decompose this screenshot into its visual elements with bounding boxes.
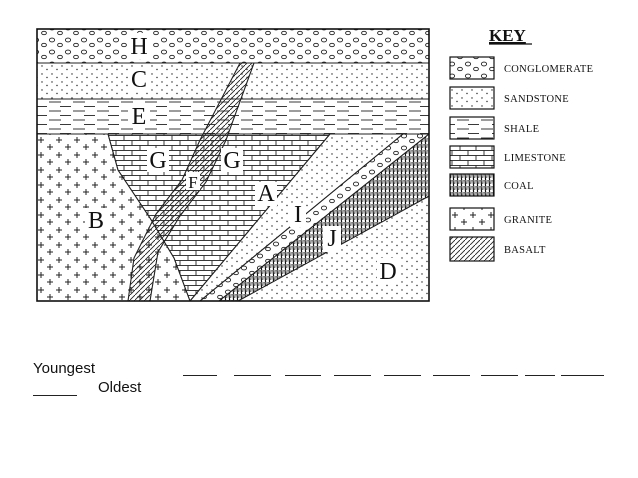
answer-blank-3[interactable]: [285, 375, 321, 376]
label-j: J: [327, 226, 336, 252]
key-label-basalt: BASALT: [504, 245, 546, 256]
label-i: I: [294, 202, 302, 228]
key-label-conglomerate: CONGLOMERATE: [504, 64, 593, 75]
coal-icon: [449, 173, 495, 197]
key-label-limestone: LIMESTONE: [504, 153, 566, 164]
sandstone-icon: [449, 86, 495, 110]
key-legend: KEY CONGLOMERATE SANDSTONE SHALE LIMESTO…: [449, 26, 593, 262]
answer-blank-5[interactable]: [384, 375, 421, 376]
conglomerate-icon: [449, 56, 495, 80]
answer-blank-9[interactable]: [561, 375, 604, 376]
answer-blank-10[interactable]: [33, 395, 77, 396]
label-c: C: [131, 67, 147, 93]
key-title: KEY: [489, 26, 526, 45]
label-f: F: [188, 173, 197, 192]
label-d: D: [379, 259, 396, 285]
answer-blank-1[interactable]: [183, 375, 217, 376]
key-label-granite: GRANITE: [504, 215, 552, 226]
youngest-label: Youngest: [33, 360, 96, 377]
oldest-label: Oldest: [98, 379, 142, 396]
cross-section: [37, 29, 429, 301]
answer-blank-6[interactable]: [433, 375, 470, 376]
label-e: E: [132, 104, 147, 130]
shale-icon: [449, 116, 495, 140]
answer-blank-2[interactable]: [234, 375, 271, 376]
key-label-sandstone: SANDSTONE: [504, 94, 569, 105]
answer-blank-8[interactable]: [525, 375, 555, 376]
limestone-icon: [449, 145, 495, 169]
answer-blank-4[interactable]: [334, 375, 371, 376]
key-label-shale: SHALE: [504, 124, 539, 135]
label-a: A: [257, 181, 275, 207]
geologic-cross-section-figure: H C E G G F A B I J D KEY CONGLOMERATE S…: [36, 26, 593, 302]
key-label-coal: COAL: [504, 181, 534, 192]
label-b: B: [88, 208, 104, 234]
label-g-left: G: [149, 148, 166, 174]
basalt-icon: [449, 236, 495, 262]
label-g-right: G: [223, 148, 240, 174]
label-h: H: [130, 34, 147, 60]
granite-icon: [449, 207, 495, 231]
answer-blank-7[interactable]: [481, 375, 518, 376]
layer-h-conglomerate: [37, 29, 429, 64]
